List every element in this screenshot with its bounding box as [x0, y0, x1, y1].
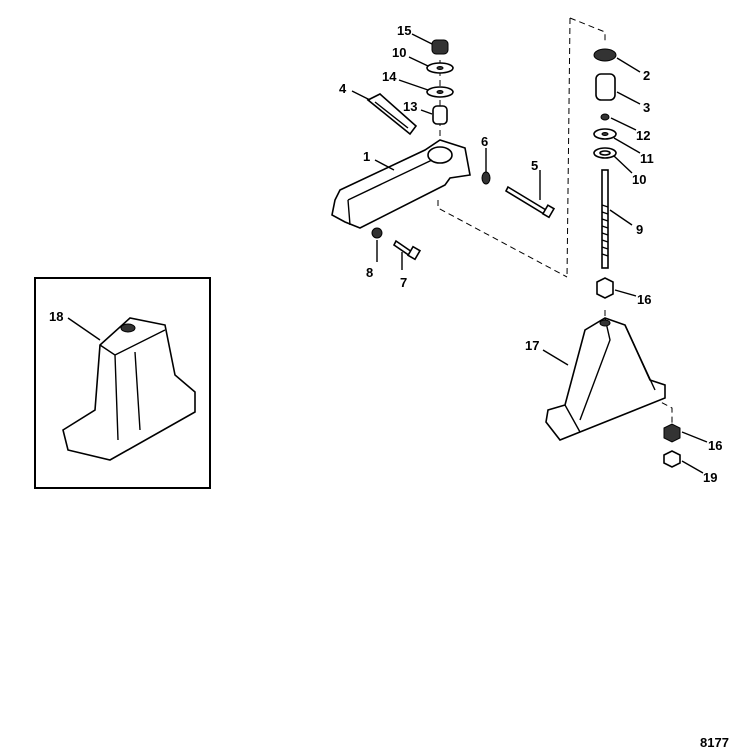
nut-12: [600, 113, 610, 121]
callout-12: 12: [636, 128, 650, 143]
mount-bracket-17: [545, 317, 666, 441]
nut-19: [663, 450, 681, 468]
nut-16-upper: [596, 277, 614, 299]
callout-4: 4: [339, 81, 347, 96]
bolt-7: [392, 239, 422, 261]
figure-number: 8177: [700, 735, 729, 748]
washer-8: [371, 227, 383, 239]
callout-19: 19: [703, 470, 717, 485]
callout-10: 10: [632, 172, 646, 187]
leader-lines: [67, 33, 708, 474]
stud-9: [601, 169, 609, 269]
bracket-4: [366, 93, 418, 136]
washer-6: [481, 171, 491, 185]
callout-7: 7: [400, 275, 407, 290]
engine-mount-arm-1: [331, 139, 471, 229]
callout-8: 8: [366, 265, 373, 280]
callout-9: 9: [636, 222, 643, 237]
inset-mount-18: [34, 277, 211, 489]
callout-14: 14: [382, 69, 397, 84]
bushing-13: [432, 105, 448, 125]
callout-10: 10: [392, 45, 406, 60]
callout-16: 16: [637, 292, 651, 307]
cap-2: [593, 48, 617, 62]
callout-13: 13: [403, 99, 417, 114]
locknut-15: [431, 39, 449, 55]
callout-2: 2: [643, 68, 650, 83]
bolt-5: [504, 185, 556, 219]
cushion-3: [595, 73, 616, 101]
nut-16-lower: [663, 423, 681, 443]
washer-10-upper: [426, 62, 454, 74]
washer-14: [426, 86, 454, 98]
callout-5: 5: [531, 158, 538, 173]
callout-15: 15: [397, 23, 411, 38]
callout-11: 11: [640, 151, 654, 166]
washer-11: [593, 128, 617, 140]
callout-3: 3: [643, 100, 650, 115]
washer-10-lower: [593, 147, 617, 159]
callout-6: 6: [481, 134, 488, 149]
callout-18: 18: [49, 309, 63, 324]
callout-1: 1: [363, 149, 370, 164]
callout-16: 16: [708, 438, 722, 453]
callout-17: 17: [525, 338, 539, 353]
